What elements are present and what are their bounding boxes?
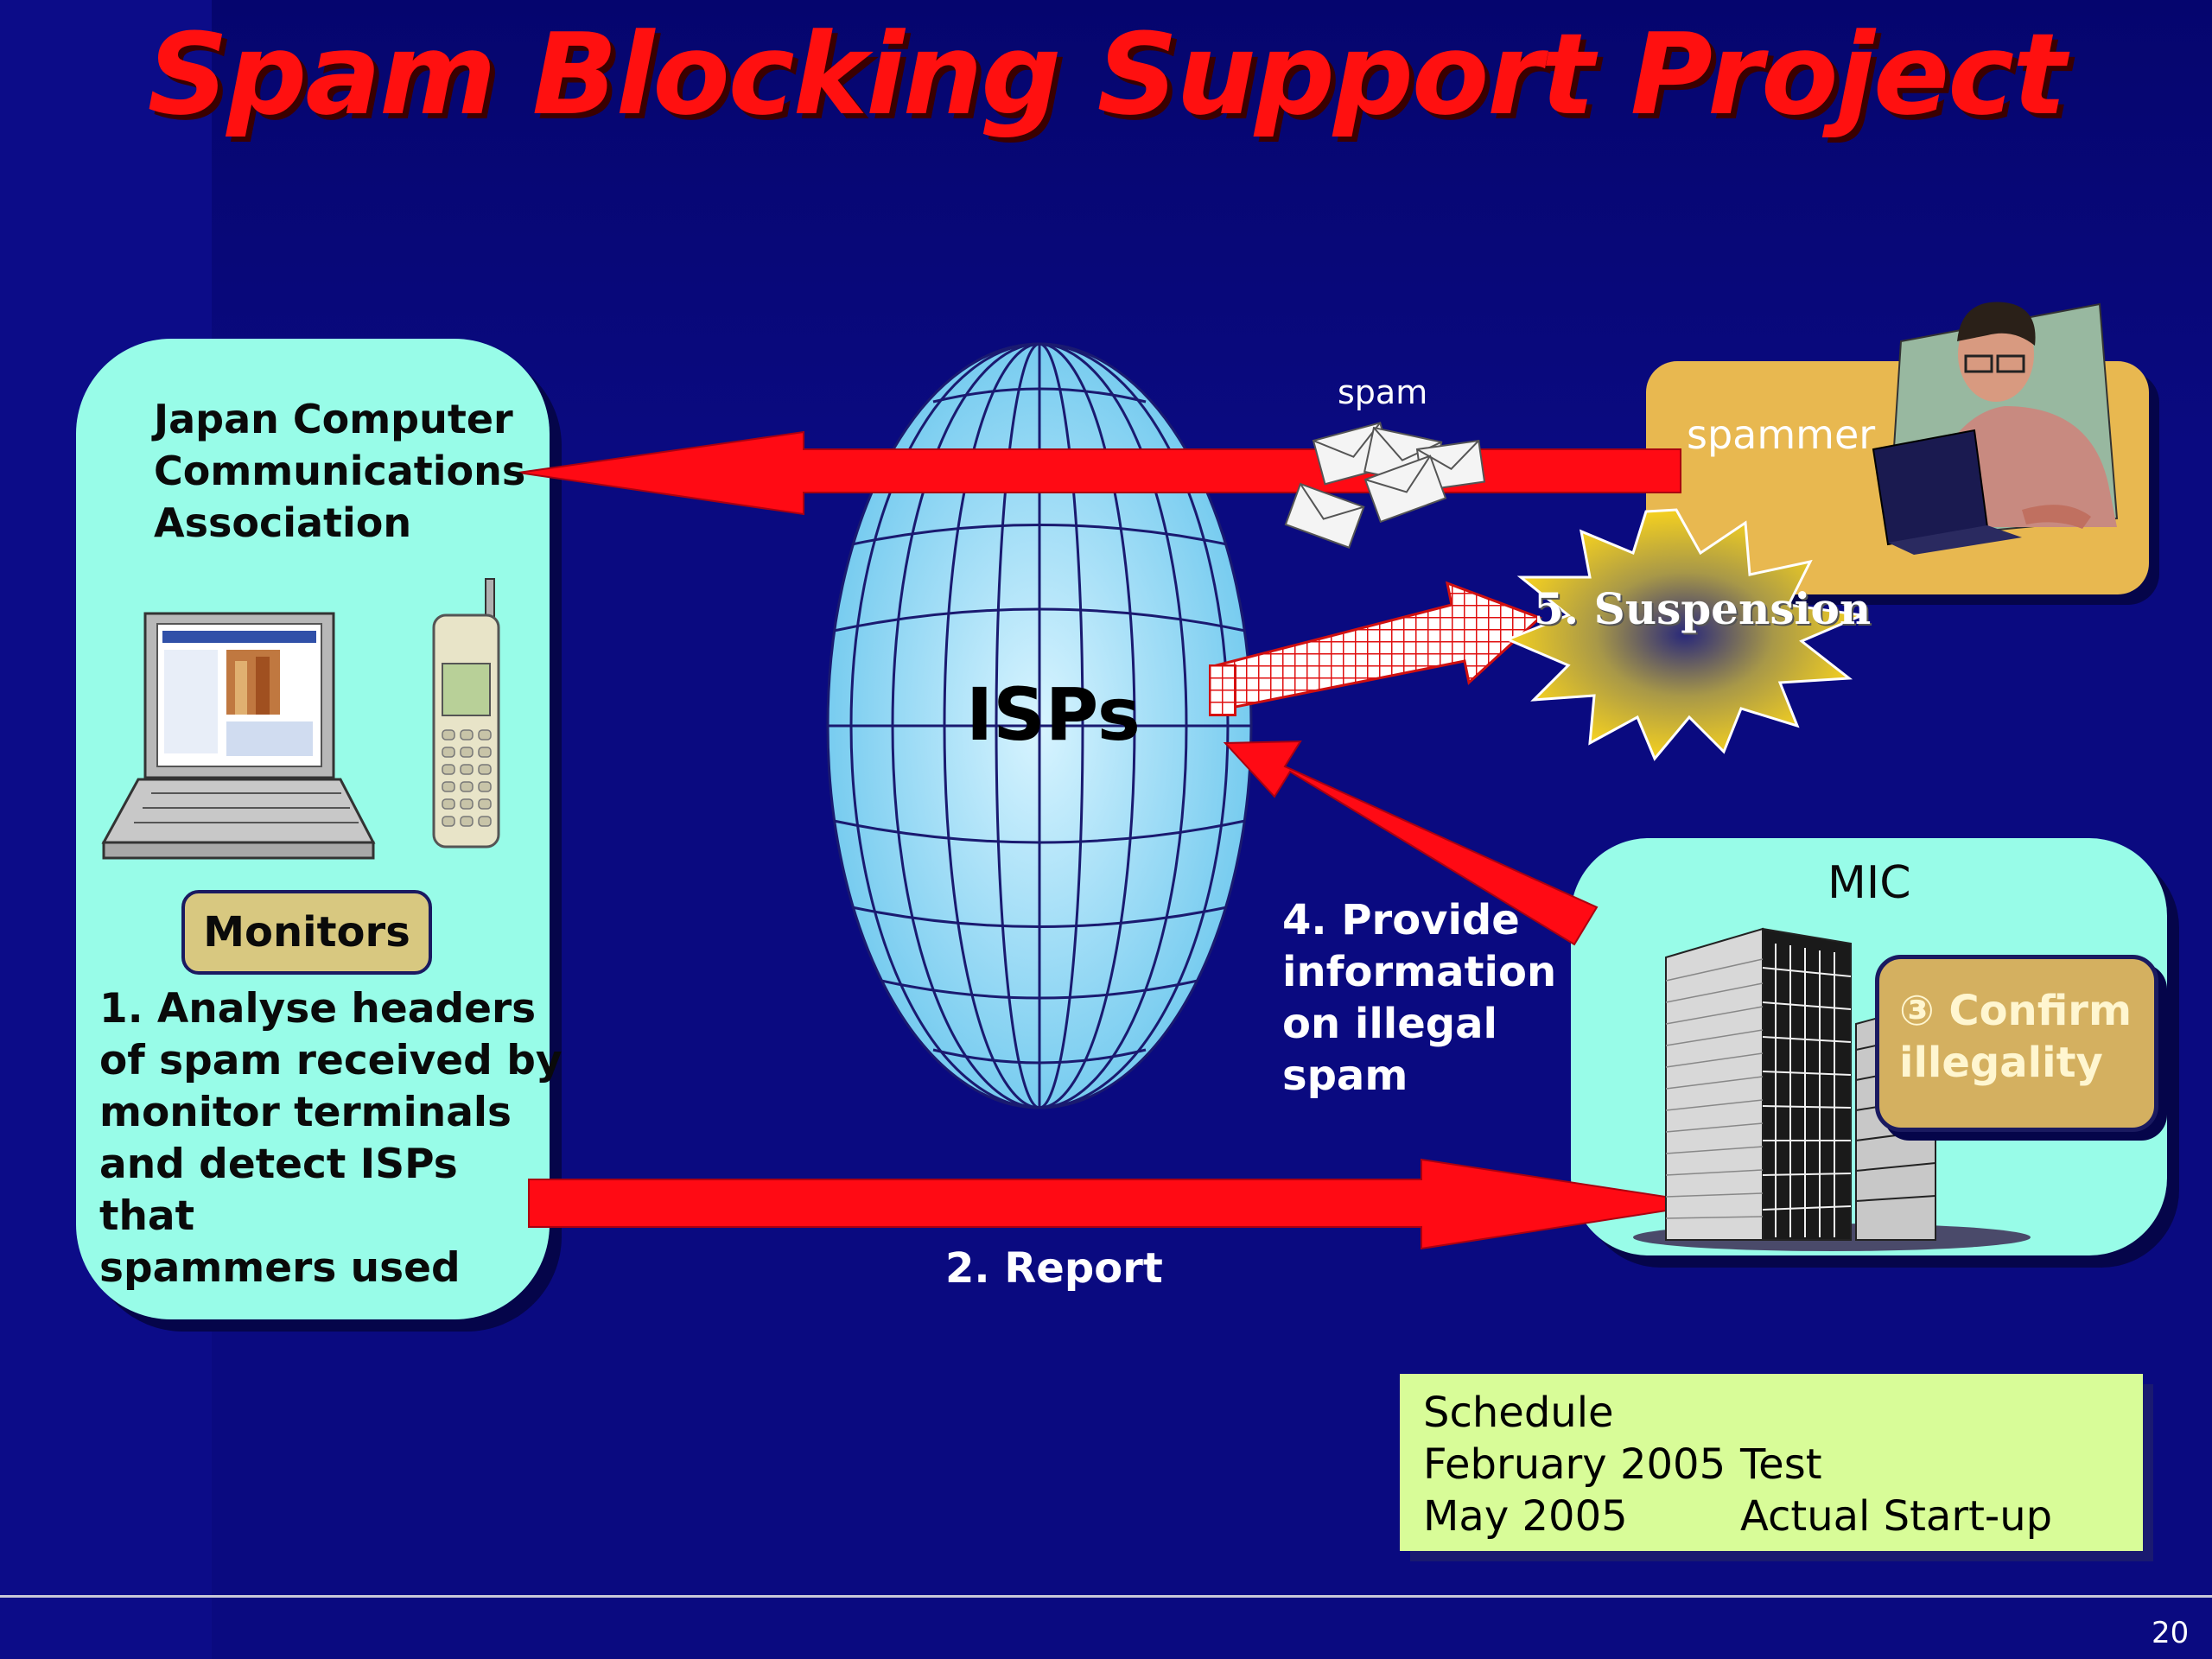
confirm-illegality-box: [1875, 955, 2158, 1132]
schedule-box: [1400, 1374, 2143, 1551]
schedule-event-1: Test: [1740, 1440, 1822, 1489]
report-arrow: [528, 1158, 1712, 1250]
jcca-line-2: Communications: [154, 448, 526, 494]
provide-info-arrow: [1223, 740, 1599, 946]
schedule-left-column: Schedule February 2005 May 2005: [1423, 1387, 1726, 1542]
step4-line-1: 4. Provide: [1282, 896, 1520, 944]
schedule-heading: Schedule: [1423, 1389, 1614, 1437]
schedule-date-2: May 2005: [1423, 1492, 1628, 1541]
step1-line-3: monitor terminals: [99, 1089, 512, 1136]
step4-line-2: information: [1282, 948, 1557, 996]
spam-label: spam: [1338, 373, 1428, 411]
schedule-event-2: Actual Start-up: [1740, 1492, 2053, 1541]
schedule-date-1: February 2005: [1423, 1440, 1726, 1489]
schedule-right-column: Test Actual Start-up: [1740, 1439, 2052, 1542]
isp-globe: [826, 342, 1253, 1109]
step2-label: 2. Report: [945, 1244, 1163, 1293]
step1-text: 1. Analyse headers of spam received by m…: [99, 983, 566, 1294]
spammer-label: spammer: [1687, 411, 1876, 458]
confirm-illegality-text: ③ Confirm illegality: [1899, 985, 2158, 1089]
mic-label: MIC: [1827, 857, 1911, 909]
confirm-line-1: ③ Confirm: [1899, 987, 2132, 1035]
laptop-icon: [101, 612, 376, 860]
step4-line-4: spam: [1282, 1052, 1408, 1100]
monitors-badge: Monitors: [181, 890, 432, 975]
step4-text: 4. Provide information on illegal spam: [1282, 894, 1556, 1102]
step1-line-2: of spam received by: [99, 1037, 563, 1084]
confirm-line-2: illegality: [1899, 1039, 2103, 1087]
step4-line-3: on illegal: [1282, 1000, 1497, 1048]
jcca-label: Japan Computer Communications Associatio…: [154, 393, 551, 549]
suspension-arrow-tail: [1209, 664, 1236, 716]
page-number: 20: [2152, 1616, 2190, 1650]
slide-title: Spam Blocking Support Project: [147, 9, 2067, 140]
envelope-icon: [1284, 422, 1486, 549]
step1-line-5: spammers used: [99, 1244, 461, 1292]
spammer-person-icon: [1872, 302, 2119, 555]
suspension-starburst: [1504, 508, 1867, 761]
suspension-label: 5. Suspension: [1534, 583, 1872, 634]
jcca-line-1: Japan Computer: [154, 396, 513, 442]
mobile-phone-icon: [432, 578, 500, 849]
jcca-line-3: Association: [154, 499, 412, 546]
isps-label: ISPs: [966, 672, 1141, 757]
suspension-arrow: [1215, 581, 1542, 710]
footer-divider: [0, 1595, 2212, 1598]
step1-line-4: and detect ISPs that: [99, 1141, 458, 1240]
step1-line-1: 1. Analyse headers: [99, 985, 537, 1033]
